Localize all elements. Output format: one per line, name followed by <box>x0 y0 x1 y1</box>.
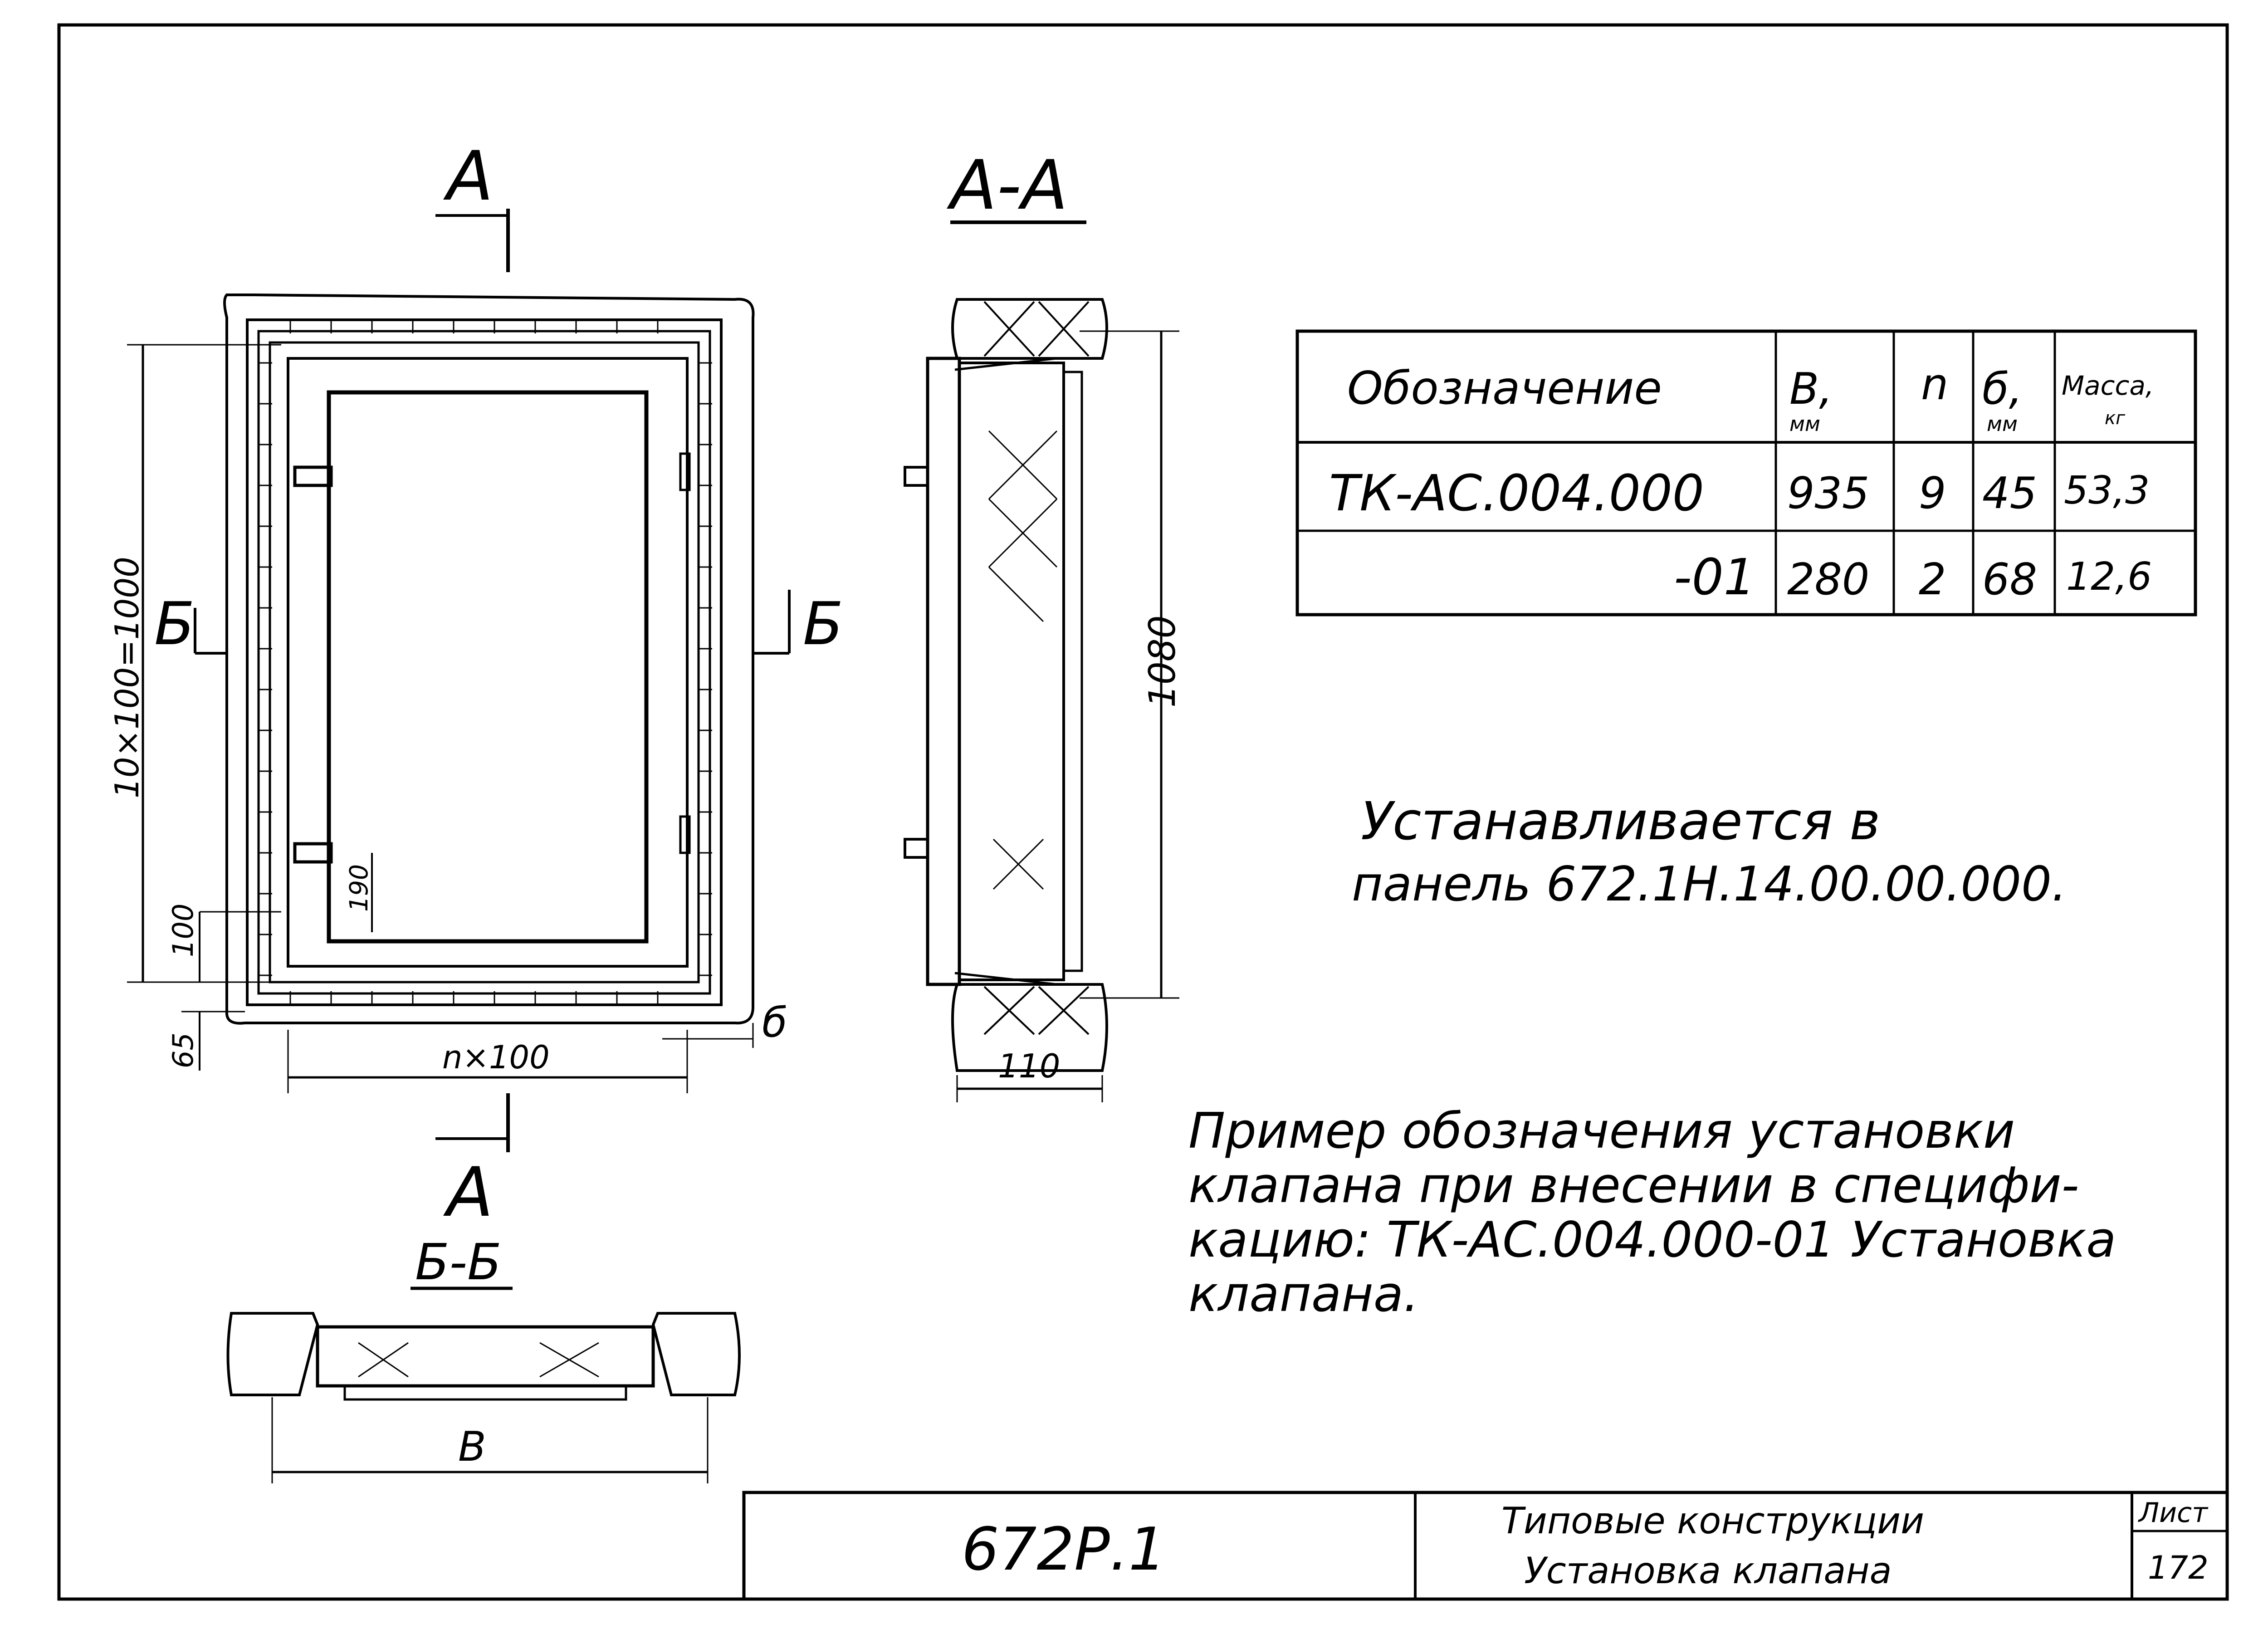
dim-width-B: B <box>458 1423 486 1471</box>
spec-table: Обозначение B, мм n б, мм Масса, кг ТК-А… <box>1295 329 2197 616</box>
section-aa-title: А-А <box>947 146 1068 225</box>
front-view <box>223 294 755 1025</box>
table-header-b: B, <box>1789 364 1833 414</box>
section-b-marker-right: Б <box>753 589 843 658</box>
table-header-gap-unit: мм <box>1987 412 2018 436</box>
table-cell-r2-n: 2 <box>1919 555 1946 605</box>
dim-gap-b: б <box>762 999 787 1047</box>
install-note: Устанавливается в панель 672.1Н.14.00.00… <box>1352 791 2067 912</box>
install-note-line2: панель 672.1Н.14.00.00.000. <box>1352 856 2067 912</box>
install-note-line1: Устанавливается в <box>1361 791 1880 852</box>
section-bb-title: Б-Б <box>415 1233 502 1291</box>
table-cell-r1-b: 935 <box>1787 469 1869 519</box>
example-note-line4: клапана. <box>1188 1266 1419 1323</box>
section-bb-view: Б-Б B <box>226 1233 741 1483</box>
title-block-code: 672Р.1 <box>962 1515 1166 1584</box>
dim-depth-110: 110 <box>998 1047 1060 1085</box>
table-cell-r2-designation: -01 <box>1674 548 1755 606</box>
section-b-label-right: Б <box>803 589 843 658</box>
table-header-gap: б, <box>1982 364 2023 414</box>
dim-horizontal-pitch: n×100 <box>442 1039 550 1076</box>
example-note-line1: Пример обозначения установки <box>1188 1103 2015 1159</box>
title-block-sheet-number: 172 <box>2148 1549 2209 1586</box>
table-cell-r1-designation: ТК-АС.004.000 <box>1329 464 1704 522</box>
table-cell-r2-gap: 68 <box>1982 555 2037 605</box>
dim-vertical-pitch: 10×100=1000 <box>108 557 146 798</box>
section-a-marker-top: А <box>435 137 510 272</box>
table-cell-r1-n: 9 <box>1919 469 1946 519</box>
table-header-mass-unit: кг <box>2105 408 2126 429</box>
dim-offset-100: 100 <box>166 904 200 957</box>
sheet-frame <box>57 23 2229 1601</box>
table-header-designation: Обозначение <box>1347 362 1662 415</box>
table-cell-r1-mass: 53,3 <box>2064 468 2150 513</box>
example-note: Пример обозначения установки клапана при… <box>1188 1103 2116 1323</box>
front-view-dimensions: 10×100=1000 100 65 190 n×100 б <box>108 344 787 1093</box>
dim-offset-65: 65 <box>166 1032 200 1068</box>
table-cell-r2-b: 280 <box>1787 555 1869 605</box>
title-block-sheet-label: Лист <box>2138 1497 2209 1529</box>
section-aa-view: А-А 1080 110 <box>904 146 1183 1102</box>
table-cell-r2-mass: 12,6 <box>2066 554 2152 599</box>
dim-hinge-offset: 190 <box>344 864 373 912</box>
title-block: 672Р.1 Типовые конструкции Установка кла… <box>742 1491 2229 1601</box>
section-a-label-bottom: А <box>443 1153 494 1232</box>
table-header-mass: Масса, <box>2062 370 2154 401</box>
table-header-n: n <box>1921 360 1948 410</box>
example-note-line3: кацию: ТК-АС.004.000-01 Установка <box>1188 1212 2116 1268</box>
title-block-title-line2: Установка клапана <box>1524 1550 1892 1592</box>
table-header-b-unit: мм <box>1789 412 1820 436</box>
table-cell-r1-gap: 45 <box>1982 469 2037 519</box>
section-a-marker-bottom: А <box>435 1093 510 1232</box>
section-a-label-top: А <box>443 137 494 216</box>
title-block-title-line1: Типовые конструкции <box>1501 1500 1924 1542</box>
example-note-line2: клапана при внесении в специфи- <box>1188 1157 2079 1214</box>
section-b-marker-left: Б <box>154 589 227 658</box>
frame-fastener-ticks <box>259 320 712 1005</box>
dim-height-1080: 1080 <box>1141 615 1183 708</box>
section-b-label-left: Б <box>154 589 195 658</box>
